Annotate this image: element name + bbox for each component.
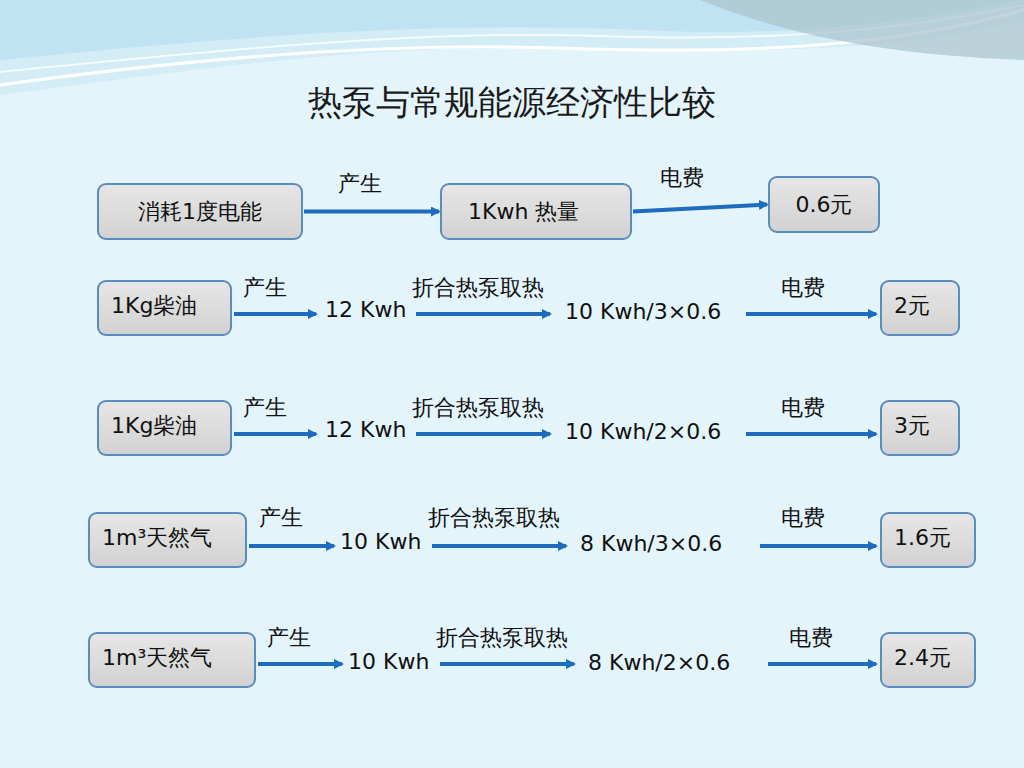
flow-label: 电费 xyxy=(781,506,825,530)
box-text: 1m³天然气 xyxy=(102,523,212,553)
flow-label: 折合热泵取热 xyxy=(412,276,544,300)
box-text: 2元 xyxy=(894,291,930,321)
arrow xyxy=(768,662,876,666)
process-box: 1m³天然气 xyxy=(88,512,247,568)
wave-band xyxy=(0,0,1024,60)
flow-label: 10 Kwh/3×0.6 xyxy=(565,300,721,324)
flow-arrow xyxy=(633,205,767,212)
box-text: 3元 xyxy=(894,411,930,441)
flow-label: 产生 xyxy=(243,276,287,300)
diagram-title: 热泵与常规能源经济性比较 xyxy=(0,80,1024,126)
arrow xyxy=(234,312,316,316)
process-box: 消耗1度电能 xyxy=(97,183,303,240)
box-text: 消耗1度电能 xyxy=(138,197,262,227)
edge-label: 电费 xyxy=(660,166,704,190)
arrow xyxy=(746,432,876,436)
arrow xyxy=(249,544,334,548)
flow-label: 产生 xyxy=(267,626,311,650)
process-box: 1.6元 xyxy=(880,512,976,568)
box-text: 1.6元 xyxy=(894,523,951,553)
box-text: 2.4元 xyxy=(894,643,951,673)
flow-label: 电费 xyxy=(781,276,825,300)
flow-label: 10 Kwh/2×0.6 xyxy=(565,420,721,444)
flow-label: 折合热泵取热 xyxy=(428,506,560,530)
process-box: 1Kwh 热量 xyxy=(440,183,632,240)
edge-label: 产生 xyxy=(338,172,382,196)
flow-label: 8 Kwh/3×0.6 xyxy=(580,532,722,556)
flow-label: 折合热泵取热 xyxy=(436,626,568,650)
flow-label: 折合热泵取热 xyxy=(412,396,544,420)
box-text: 0.6元 xyxy=(796,190,853,220)
process-box: 2元 xyxy=(880,280,960,336)
box-text: 1Kg柴油 xyxy=(111,411,197,441)
arrow xyxy=(416,432,550,436)
arrow xyxy=(440,662,574,666)
flow-label: 电费 xyxy=(789,626,833,650)
flow-label: 12 Kwh xyxy=(325,298,406,322)
box-text: 1Kg柴油 xyxy=(111,291,197,321)
arrow xyxy=(258,662,342,666)
flow-label: 产生 xyxy=(243,396,287,420)
flow-label: 产生 xyxy=(259,506,303,530)
flow-label: 10 Kwh xyxy=(340,530,421,554)
arrow xyxy=(416,312,550,316)
flow-label: 12 Kwh xyxy=(325,418,406,442)
arrow xyxy=(746,312,876,316)
box-text: 1Kwh 热量 xyxy=(468,197,579,227)
arrow xyxy=(760,544,876,548)
process-box: 1m³天然气 xyxy=(88,632,256,688)
process-box: 3元 xyxy=(880,400,960,456)
box-text: 1m³天然气 xyxy=(102,643,212,673)
wave-band xyxy=(700,0,1024,60)
flow-label: 电费 xyxy=(781,396,825,420)
flow-label: 8 Kwh/2×0.6 xyxy=(588,651,730,675)
flow-arrow xyxy=(304,210,439,214)
process-box: 0.6元 xyxy=(768,176,880,233)
arrow xyxy=(234,432,316,436)
process-box: 2.4元 xyxy=(880,632,976,688)
flow-label: 10 Kwh xyxy=(348,650,429,674)
process-box: 1Kg柴油 xyxy=(97,400,232,456)
process-box: 1Kg柴油 xyxy=(97,280,232,336)
arrow xyxy=(432,544,566,548)
wave-band xyxy=(0,0,1024,95)
